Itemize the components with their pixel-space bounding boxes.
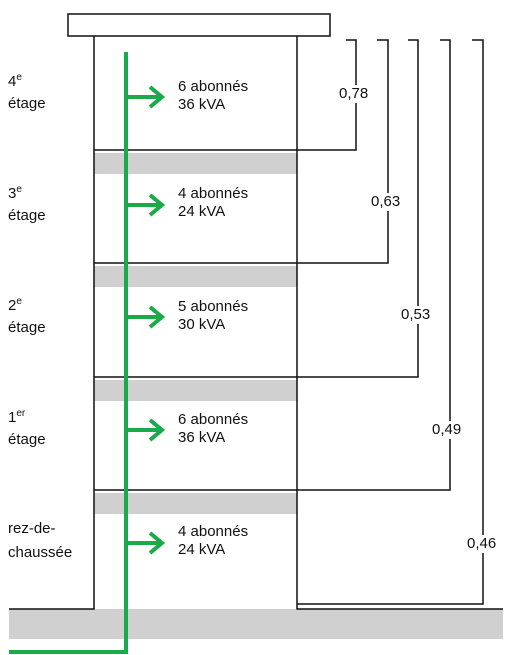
subscribers-text: 4 abonnés <box>178 523 249 540</box>
power-text: 24 kVA <box>178 203 226 220</box>
floor-info-0: 4 abonnés 24 kVA <box>178 523 248 559</box>
bracket-3 <box>94 39 389 264</box>
subscribers-text: 6 abonnés <box>178 78 249 95</box>
power-text: 36 kVA <box>178 429 226 446</box>
slab-4-3 <box>94 153 297 174</box>
slab-1-0 <box>94 493 297 514</box>
riser-line <box>9 52 128 654</box>
floor-label-1: 1er étage <box>8 408 46 448</box>
arrow-4 <box>126 85 166 109</box>
slab-3-2 <box>94 266 297 287</box>
slab-2-1 <box>94 380 297 401</box>
floor-label-3: 3e étage <box>8 184 46 224</box>
arrow-3 <box>126 193 166 217</box>
power-text: 30 kVA <box>178 316 226 333</box>
subscribers-text: 5 abonnés <box>178 298 249 315</box>
floor-info-1: 6 abonnés 36 kVA <box>178 411 248 447</box>
floor-label-4: 4e étage <box>8 72 46 112</box>
floor-label-2: 2e étage <box>8 296 46 336</box>
coefficient-4: 0,78 <box>337 85 371 103</box>
subscribers-text: 6 abonnés <box>178 411 249 428</box>
ground-line-right <box>296 600 503 610</box>
bracket-2 <box>94 39 419 378</box>
coefficient-3: 0,63 <box>369 193 403 211</box>
power-text: 24 kVA <box>178 541 226 558</box>
coefficient-0: 0,46 <box>465 535 499 553</box>
floor-info-3: 4 abonnés 24 kVA <box>178 185 248 221</box>
power-text: 36 kVA <box>178 96 226 113</box>
coefficient-1: 0,49 <box>430 421 464 439</box>
ground-slab <box>9 609 503 639</box>
arrow-0 <box>126 531 166 555</box>
floor-info-2: 5 abonnés 30 kVA <box>178 298 248 334</box>
coefficient-2: 0,53 <box>399 306 433 324</box>
arrow-2 <box>126 305 166 329</box>
arrow-1 <box>126 418 166 442</box>
roof <box>67 13 331 37</box>
floor-info-4: 6 abonnés 36 kVA <box>178 78 248 114</box>
bracket-1 <box>94 39 451 491</box>
floor-label-0: rez-de- chaussée <box>8 520 73 561</box>
subscribers-text: 4 abonnés <box>178 185 249 202</box>
ground-line <box>9 600 95 610</box>
bracket-0 <box>297 39 484 605</box>
